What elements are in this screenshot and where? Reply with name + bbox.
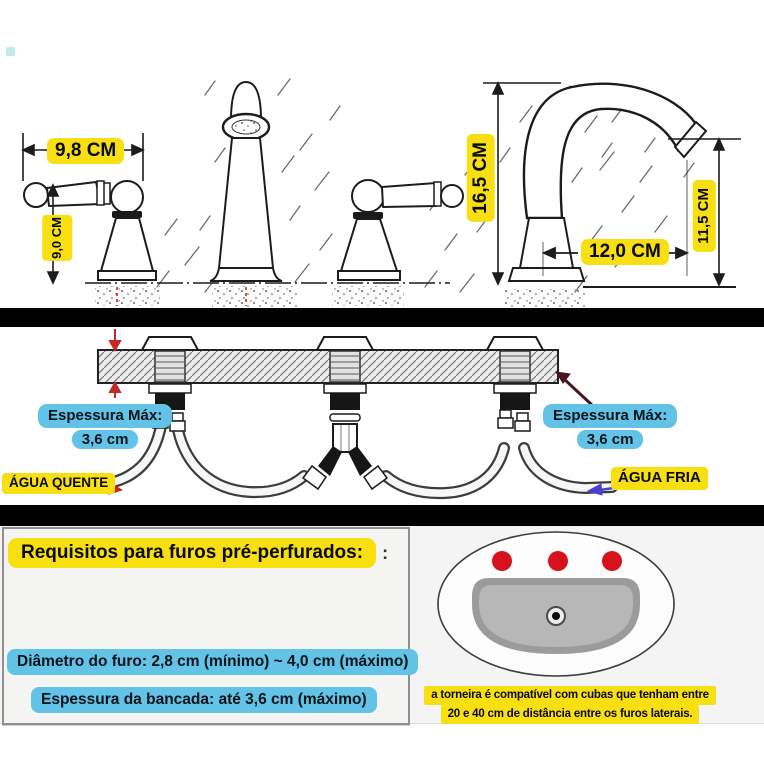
left-thickness-line1: Espessura Máx: (38, 404, 173, 428)
sink-note-line2: 20 e 40 cm de distância entre os furos l… (440, 705, 700, 724)
spout-reach-label: 12,0 CM (581, 239, 669, 265)
slab-pointer-arrow (554, 371, 594, 407)
requirements-heading: Requisitos para furos pré-perfurados: (8, 538, 377, 568)
spout-height-label: 16,5 CM (467, 134, 495, 222)
sink-compatibility-note: a torneira é compatível com cubas que te… (424, 686, 716, 724)
section-divider-bottom (0, 505, 764, 526)
sink-note-line1: a torneira é compatível com cubas que te… (424, 686, 716, 705)
faucet-front-view-drawing (21, 78, 741, 307)
left-thickness-line2: 3,6 cm (71, 429, 139, 449)
dimension-11-5 (668, 137, 741, 287)
cold-water-label: ÁGUA FRIA (611, 467, 708, 490)
supply-hoses (90, 420, 618, 500)
dimension-16-5 (483, 81, 561, 286)
teal-artifact-mark (6, 47, 15, 56)
outlet-height-label: 11,5 CM (693, 180, 716, 252)
hot-water-label: ÁGUA QUENTE (2, 473, 116, 494)
handle-height-label: 9,0 CM (42, 215, 73, 261)
right-thickness-line1: Espessura Máx: (543, 404, 678, 428)
thickness-arrows (108, 329, 122, 398)
faucet-hole-dot-center (548, 551, 568, 571)
right-valve-mount (485, 336, 545, 432)
center-spout-front-drawing (209, 80, 283, 282)
faucet-hole-dot-left (492, 551, 512, 571)
left-handle-drawing (23, 180, 157, 281)
requirements-heading-suffix: : (382, 543, 389, 563)
gooseneck-spout-drawing (507, 82, 708, 282)
right-handle-drawing (337, 179, 464, 281)
sink-top-view-drawing (437, 531, 675, 677)
countertop-thickness-label: Espessura da bancada: até 3,6 cm (máximo… (31, 687, 377, 714)
handle-width-label: 9,8 CM (47, 138, 125, 164)
left-thickness-label: Espessura Máx: 3,6 cm (38, 404, 173, 449)
hole-diameter-label: Diâmetro do furo: 2,8 cm (mínimo) ~ 4,0 … (7, 649, 419, 676)
right-thickness-label: Espessura Máx: 3,6 cm (543, 404, 678, 449)
center-spout-mount (301, 336, 389, 491)
right-thickness-line2: 3,6 cm (576, 429, 644, 449)
faucet-hole-dot-right (602, 551, 622, 571)
installation-cross-section-drawing (89, 329, 647, 500)
section-divider-top (0, 308, 764, 327)
requirements-heading-row: Requisitos para furos pré-perfurados: : (8, 538, 388, 568)
